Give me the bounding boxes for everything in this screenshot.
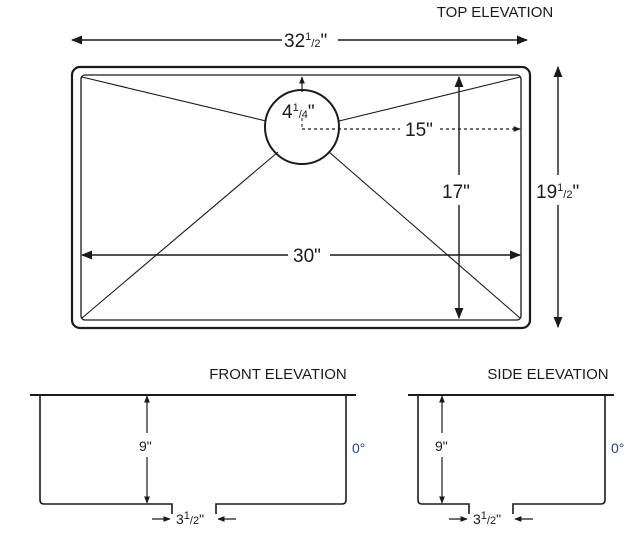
top-elevation-title: TOP ELEVATION	[437, 4, 553, 21]
side-bowl-left-profile	[417, 395, 470, 514]
bowl-depth-dimension: 17"	[442, 75, 470, 320]
top-elevation: TOP ELEVATION 321/2" 41/4" 15"	[70, 4, 579, 330]
side-corner-angle-label: 0°	[611, 440, 624, 456]
side-elevation: SIDE ELEVATION 9" 0° 31/2"	[408, 366, 624, 527]
bowl-slope-lines	[81, 76, 521, 319]
side-depth-label: 9"	[435, 438, 448, 454]
front-corner-angle-label: 0°	[352, 440, 365, 456]
side-bowl-right-profile	[512, 395, 606, 514]
side-drain-width-label: 31/2"	[473, 510, 501, 527]
sink-bowl-outline	[80, 74, 522, 321]
overall-width-label: 321/2"	[284, 31, 327, 52]
bowl-depth-label: 17"	[442, 182, 470, 203]
bowl-width-label: 30"	[293, 246, 321, 267]
front-bowl-left-profile	[39, 395, 173, 514]
side-elevation-title: SIDE ELEVATION	[487, 366, 608, 383]
front-elevation: FRONT ELEVATION 9" 0° 31/2"	[30, 366, 365, 527]
overall-depth-dimension: 191/2"	[536, 65, 579, 329]
drain-offset-label: 15"	[405, 120, 433, 141]
overall-width-dimension: 321/2"	[70, 31, 529, 52]
sink-rim-outline	[70, 65, 532, 330]
overall-depth-label: 191/2"	[536, 182, 579, 203]
bowl-width-dimension: 30"	[80, 246, 522, 267]
front-drain-width-label: 31/2"	[176, 510, 204, 527]
drain-offset-dimension: 15"	[301, 115, 521, 141]
front-elevation-title: FRONT ELEVATION	[209, 366, 347, 383]
drain-diameter-label: 41/4"	[282, 102, 315, 123]
front-depth-label: 9"	[139, 438, 152, 454]
front-bowl-right-profile	[215, 395, 347, 514]
